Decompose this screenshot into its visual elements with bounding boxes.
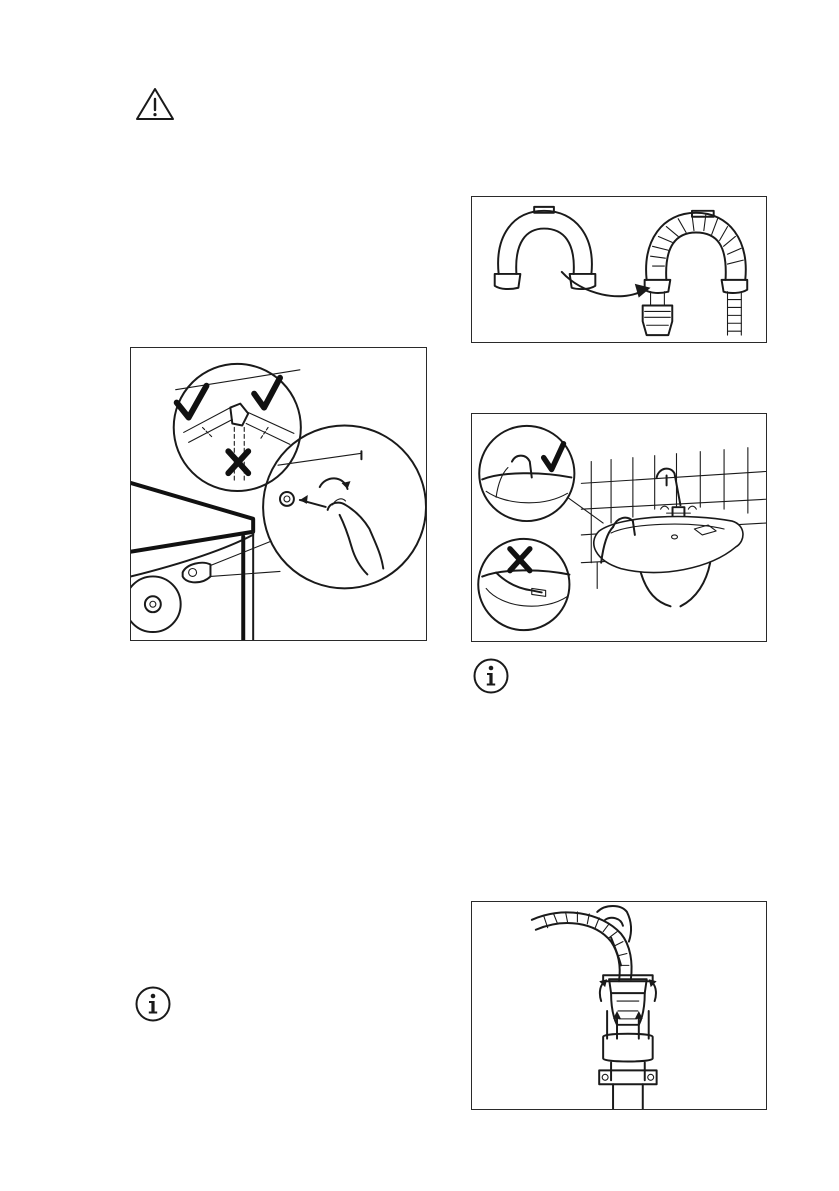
drain-hose-on-sink-figure: [471, 413, 767, 642]
hose-guide-attach-figure: [471, 196, 767, 343]
drain-hose-in-standpipe-figure: [471, 901, 767, 1110]
hose-guide-attach-drawing: [472, 197, 766, 342]
info-icon: [472, 657, 510, 695]
water-inlet-hose-angle-drawing: [131, 348, 426, 640]
water-inlet-hose-angle-figure: [130, 347, 427, 641]
info-icon: [134, 985, 172, 1023]
drain-hose-on-sink-drawing: [472, 414, 766, 641]
drain-hose-in-standpipe-drawing: [472, 902, 766, 1109]
warning-triangle-icon: [134, 86, 176, 122]
